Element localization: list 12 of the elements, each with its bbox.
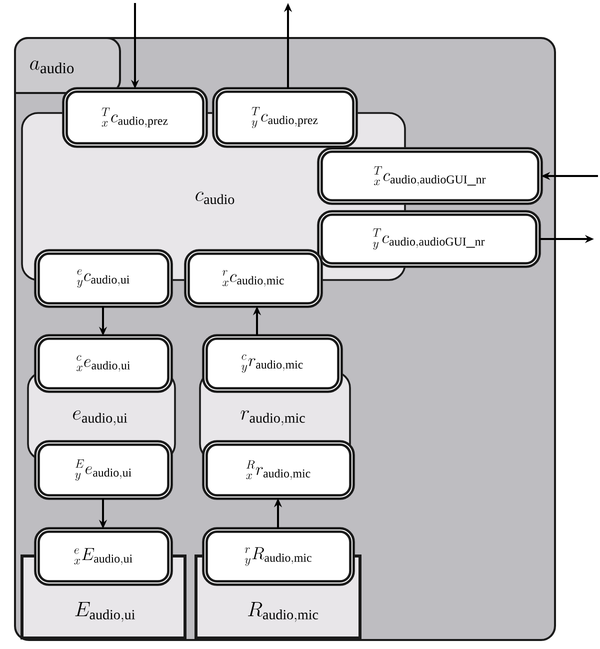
port-box: ${}^{r}_{x}c_{\mathrm{audio,mic}}$ bbox=[184, 249, 323, 308]
port-box: ${}^{T}_{x}c_{\mathrm{audio,audioGUI\_nr}}$ bbox=[317, 147, 543, 205]
port-box: ${}^{r}_{y}R_{\mathrm{audio,mic}}$ bbox=[202, 527, 355, 586]
port-box: ${}^{T}_{y}c_{\mathrm{audio,audioGUI\_nr}}$ bbox=[317, 210, 541, 268]
port-box: ${}^{e}_{x}E_{\mathrm{audio,ui}}$ bbox=[34, 527, 173, 586]
port-box: ${}^{E}_{y}e_{\mathrm{audio,ui}}$ bbox=[34, 440, 173, 500]
port-box: ${}^{R}_{x}r_{\mathrm{audio,mic}}$ bbox=[202, 440, 355, 500]
port-box: ${}^{e}_{y}c_{\mathrm{audio,ui}}$ bbox=[34, 249, 173, 308]
port-box: ${}^{c}_{y}r_{\mathrm{audio,mic}}$ bbox=[202, 334, 343, 393]
port-box: ${}^{T}_{x}c_{\mathrm{audio,prez}}$ bbox=[62, 87, 208, 148]
port-box: ${}^{T}_{y}c_{\mathrm{audio,prez}}$ bbox=[212, 87, 358, 148]
port-box: ${}^{c}_{x}e_{\mathrm{audio,ui}}$ bbox=[34, 334, 173, 393]
